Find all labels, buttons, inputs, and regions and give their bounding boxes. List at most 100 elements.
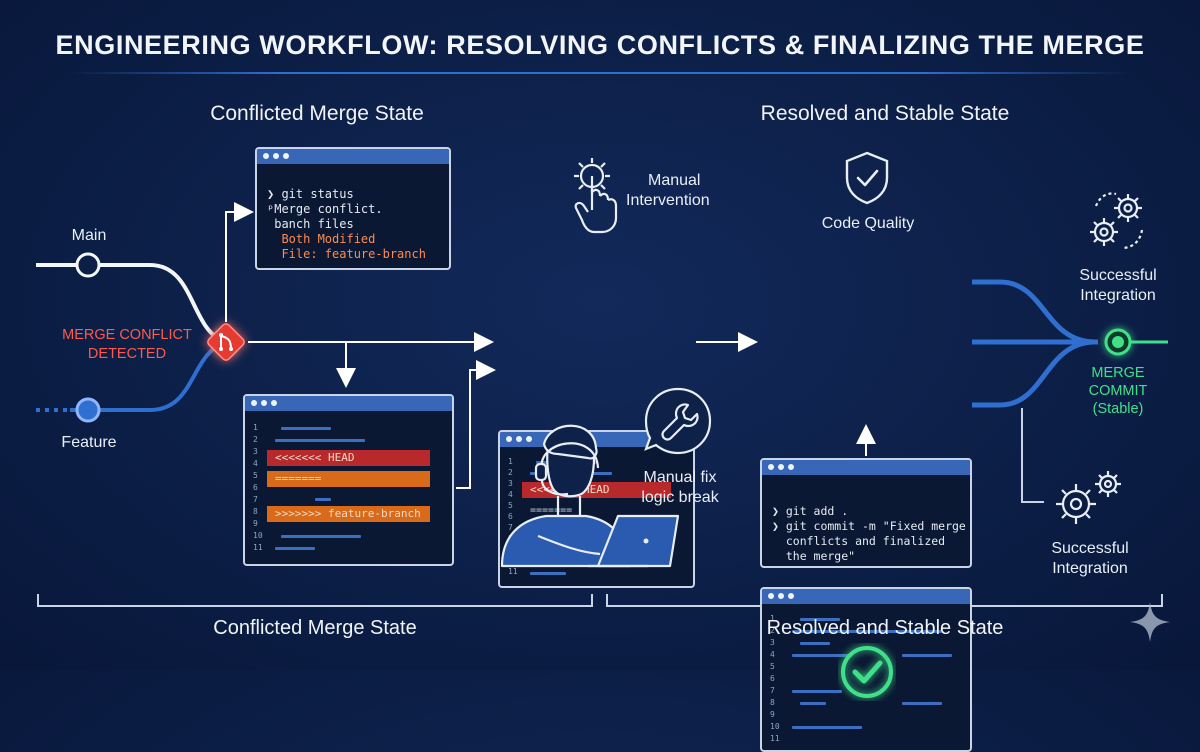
terminal-line: ❯ git commit -m "Fixed merge [772,519,966,533]
feature-commit-node [75,397,101,423]
line-number: 10 [770,722,780,731]
terminal-line: banch files [267,217,354,231]
success-bottom-line2: Integration [1052,560,1128,577]
left-bracket [37,594,593,607]
success-bottom-label: Successful Integration [1032,539,1148,579]
terminal-line: ❯ git add . [772,504,849,518]
line-number: 6 [770,674,775,683]
code-line [792,726,862,729]
code-line [792,690,842,693]
title-divider [70,72,1130,74]
code-line [792,654,852,657]
right-footer-label: Resolved and Stable State [766,617,1004,639]
main-branch-label: Main [71,227,107,244]
main-commit-node [75,252,101,278]
separator-text: ======= [530,505,573,516]
head-marker: <<<<<<< HEAD [267,450,430,466]
terminal-line: ❯ git status [267,187,354,201]
merged-line-top [972,279,1096,345]
line-number: 3 [508,479,513,488]
success-connector [1021,408,1044,503]
line-number: 8 [770,698,775,707]
line-number: 7 [508,523,513,532]
fix-line2: logic break [641,489,719,506]
line-number: 7 [770,686,775,695]
merge-line2: COMMIT [1088,383,1148,399]
line-number: 11 [508,567,518,576]
arrow-lower-to-middle [456,360,496,489]
git-commit-terminal: ❯ git add .❯ git commit -m "Fixed merge … [760,458,972,568]
manual-line2: Intervention [626,192,710,209]
merge-conflict-label: MERGE CONFLICT DETECTED [52,326,202,364]
merge-conflict-icon [207,323,245,361]
left-section-heading: Conflicted Merge State [210,102,424,125]
line-number: 6 [508,512,513,521]
line-number: 4 [770,650,775,659]
sparkle-icon [1130,602,1170,642]
editor-titlebar [245,396,452,411]
gears-cycle-icon [1090,192,1144,250]
wrench-icon [644,387,712,455]
fix-line1: Manual fix [643,469,717,486]
merge-line1: MERGE [1091,365,1145,381]
line-number: 9 [770,710,775,719]
feature-marker: >>>>>>> feature-branch [267,506,430,522]
terminal-line: conflicts and finalized [772,534,946,548]
line-number: 5 [508,501,513,510]
line-number: 2 [253,435,258,444]
line-number: 2 [508,468,513,477]
conflict-line2: DETECTED [87,346,167,362]
code-line [315,498,331,501]
flow-connectors [36,202,1168,607]
terminal-line: ᵖMerge conflict. [267,202,383,216]
editor-titlebar [762,589,970,604]
line-number: 11 [253,543,263,552]
right-section-heading: Resolved and Stable State [760,102,1010,125]
success-top-label: Successful Integration [1060,266,1176,306]
code-quality-label: Code Quality [821,215,915,232]
terminal-titlebar [762,460,970,475]
line-number: 3 [253,447,258,456]
merged-line-bottom [972,339,1096,408]
gears-icon [1056,471,1121,524]
conflict-line1: MERGE CONFLICT [62,327,192,343]
line-number: 4 [253,459,258,468]
success-bottom-line1: Successful [1051,540,1129,557]
manual-line1: Manual [648,172,701,189]
line-number: 11 [770,734,780,743]
line-number: 10 [253,531,263,540]
line-number: 8 [253,507,258,516]
separator-marker: ======= [267,471,430,487]
line-number: 5 [770,662,775,671]
terminal-line: File: feature-branch [267,247,426,261]
line-number: 1 [770,614,775,623]
code-line [902,702,942,705]
code-line [275,547,315,550]
arrow-to-status [225,202,254,322]
line-number: 1 [508,457,513,466]
feature-branch-label: Feature [61,434,117,451]
line-number: 5 [253,471,258,480]
line-number: 6 [253,483,258,492]
success-top-line1: Successful [1079,267,1157,284]
code-line [281,427,331,430]
line-number: 7 [253,495,258,504]
code-line [902,654,952,657]
code-line [800,702,826,705]
merge-commit-node [1104,328,1132,356]
line-number: 3 [770,638,775,647]
terminal-line: the merge" [772,549,856,563]
terminal-line: Both Modified [267,232,376,246]
lower-conflict-editor: 1 2 3 4 5 6 7 8 9 10 11 <<<<<<< HEAD ===… [243,394,454,566]
hand-gear-icon [574,158,618,234]
line-number: 1 [253,423,258,432]
code-line [800,618,840,621]
merge-line3: (Stable) [1092,401,1144,417]
manual-fix-label: Manual fix logic break [630,468,730,508]
terminal-titlebar [257,149,449,164]
code-line [530,572,566,575]
merge-commit-label: MERGE COMMIT (Stable) [1072,364,1164,418]
shield-check-icon [845,151,889,205]
code-line [275,439,365,442]
